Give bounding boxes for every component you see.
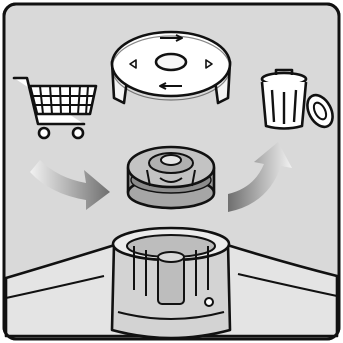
- line-spool-icon: [128, 147, 214, 208]
